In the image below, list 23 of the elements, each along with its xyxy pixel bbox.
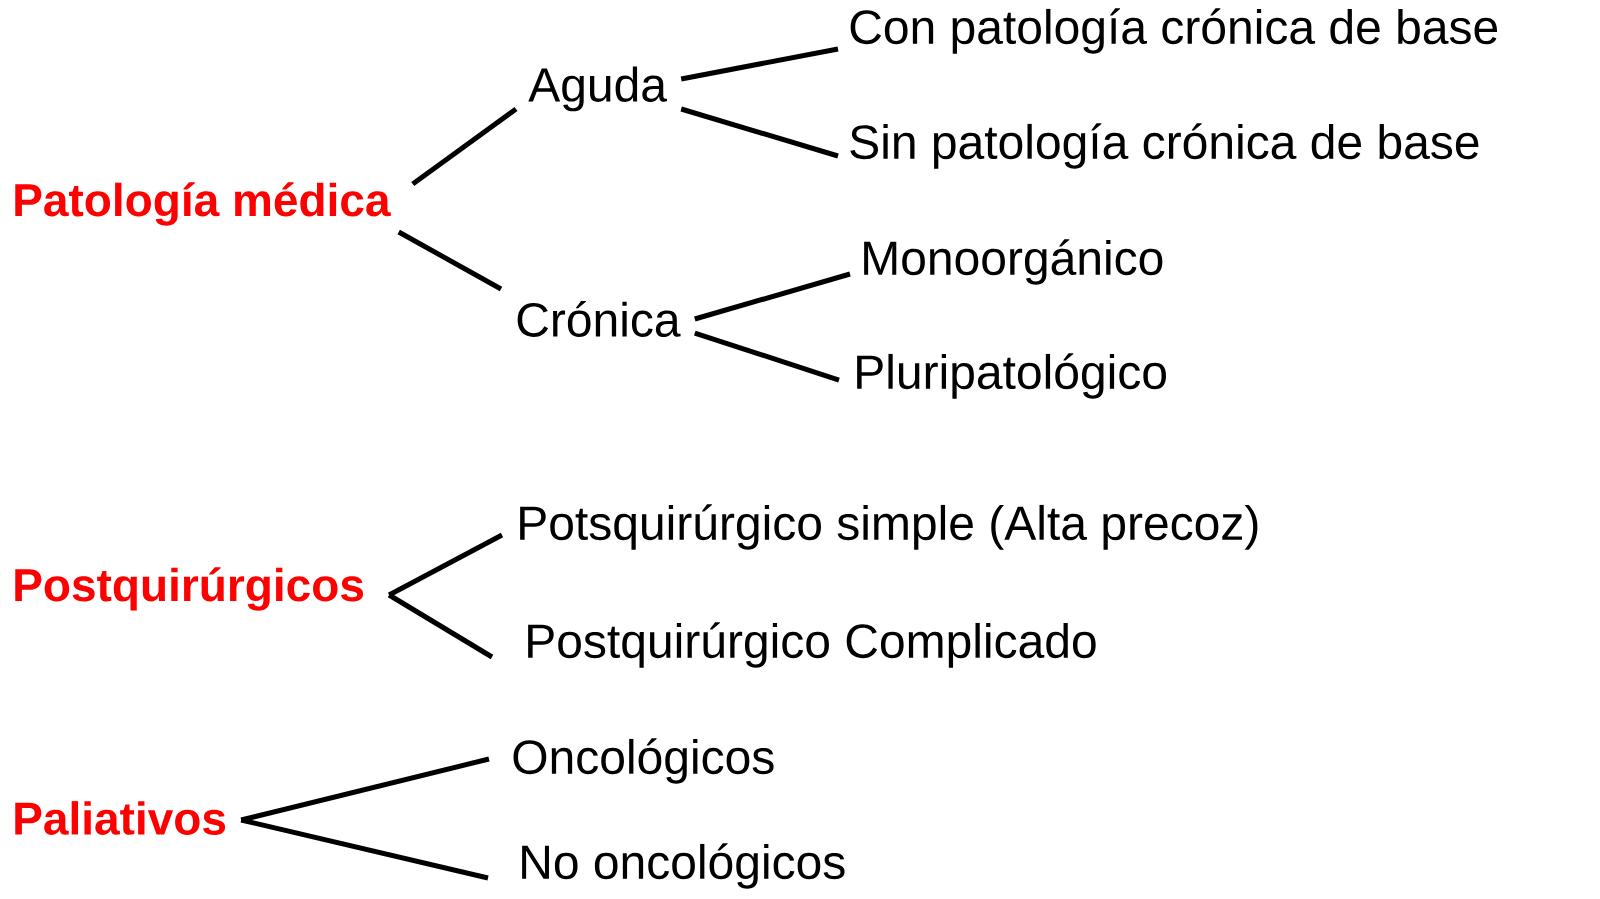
branch-label: Postquirúrgico Complicado <box>528 622 1096 668</box>
branch-label: Monoorgánico <box>864 239 1163 285</box>
branch-label: Pluripatológico <box>857 353 1166 399</box>
branch-label: Aguda <box>528 66 667 112</box>
branch-label: Oncológicos <box>513 738 774 784</box>
connector-line <box>680 46 839 82</box>
connector-line <box>240 756 490 823</box>
category-label: Postquirúrgicos <box>15 567 364 611</box>
connector-line <box>397 229 503 292</box>
branch-label: Crónica <box>517 301 681 337</box>
branch-label: Sin patología crónica de base <box>850 123 1479 169</box>
branch-label: No oncológicos <box>522 843 845 889</box>
branch-label: Con patología crónica de base <box>850 8 1498 54</box>
connector-line <box>387 592 494 660</box>
branch-label: Potsquirúrgico simple (Alta precoz) <box>520 504 1258 550</box>
connector-line <box>680 106 839 159</box>
category-label: Patología médica <box>15 182 391 226</box>
connector-line <box>240 817 489 881</box>
connector-line <box>387 532 504 598</box>
connector-line <box>694 330 840 383</box>
connector-line <box>694 271 851 322</box>
category-label: Paliativos <box>15 801 226 835</box>
connector-line <box>411 106 518 187</box>
